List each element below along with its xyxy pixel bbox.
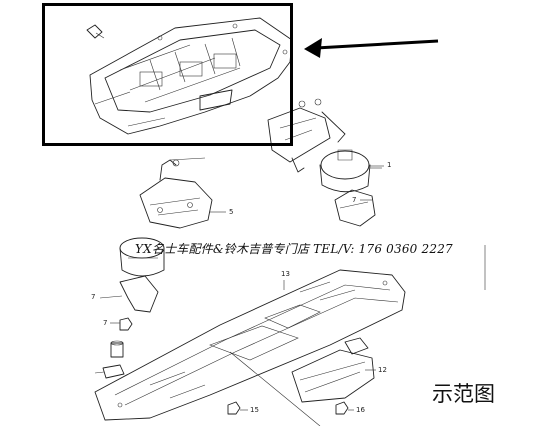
screw-part bbox=[86, 24, 105, 39]
callout-7-right: 7 bbox=[352, 196, 357, 204]
pointer-arrow bbox=[304, 38, 439, 58]
bottom-bolts bbox=[227, 401, 349, 415]
left-engine-mount bbox=[119, 237, 165, 313]
callout-13: 13 bbox=[281, 270, 290, 278]
example-label: 示范图 bbox=[432, 382, 495, 406]
callout-5: 5 bbox=[229, 208, 234, 216]
leader-lines bbox=[94, 165, 486, 426]
upper-skid-plate bbox=[89, 17, 293, 135]
left-small-bolts bbox=[102, 317, 133, 379]
shop-watermark: YX名士车配件&铃木吉普专门店 TEL/V: 176 0360 2227 bbox=[135, 242, 453, 256]
lower-skid-plate bbox=[94, 269, 406, 421]
right-bracket-7 bbox=[334, 189, 376, 227]
crossmember-bracket bbox=[291, 337, 375, 403]
right-engine-mount bbox=[267, 98, 382, 193]
callout-7-bolt: 7 bbox=[103, 319, 108, 327]
left-engine-bracket bbox=[139, 157, 213, 229]
callout-12: 12 bbox=[378, 366, 387, 374]
highlight-box bbox=[42, 3, 293, 146]
callout-7-left: 7 bbox=[91, 293, 96, 301]
callout-1: 1 bbox=[387, 161, 392, 169]
callout-15: 15 bbox=[250, 406, 259, 414]
callout-16: 16 bbox=[356, 406, 365, 414]
